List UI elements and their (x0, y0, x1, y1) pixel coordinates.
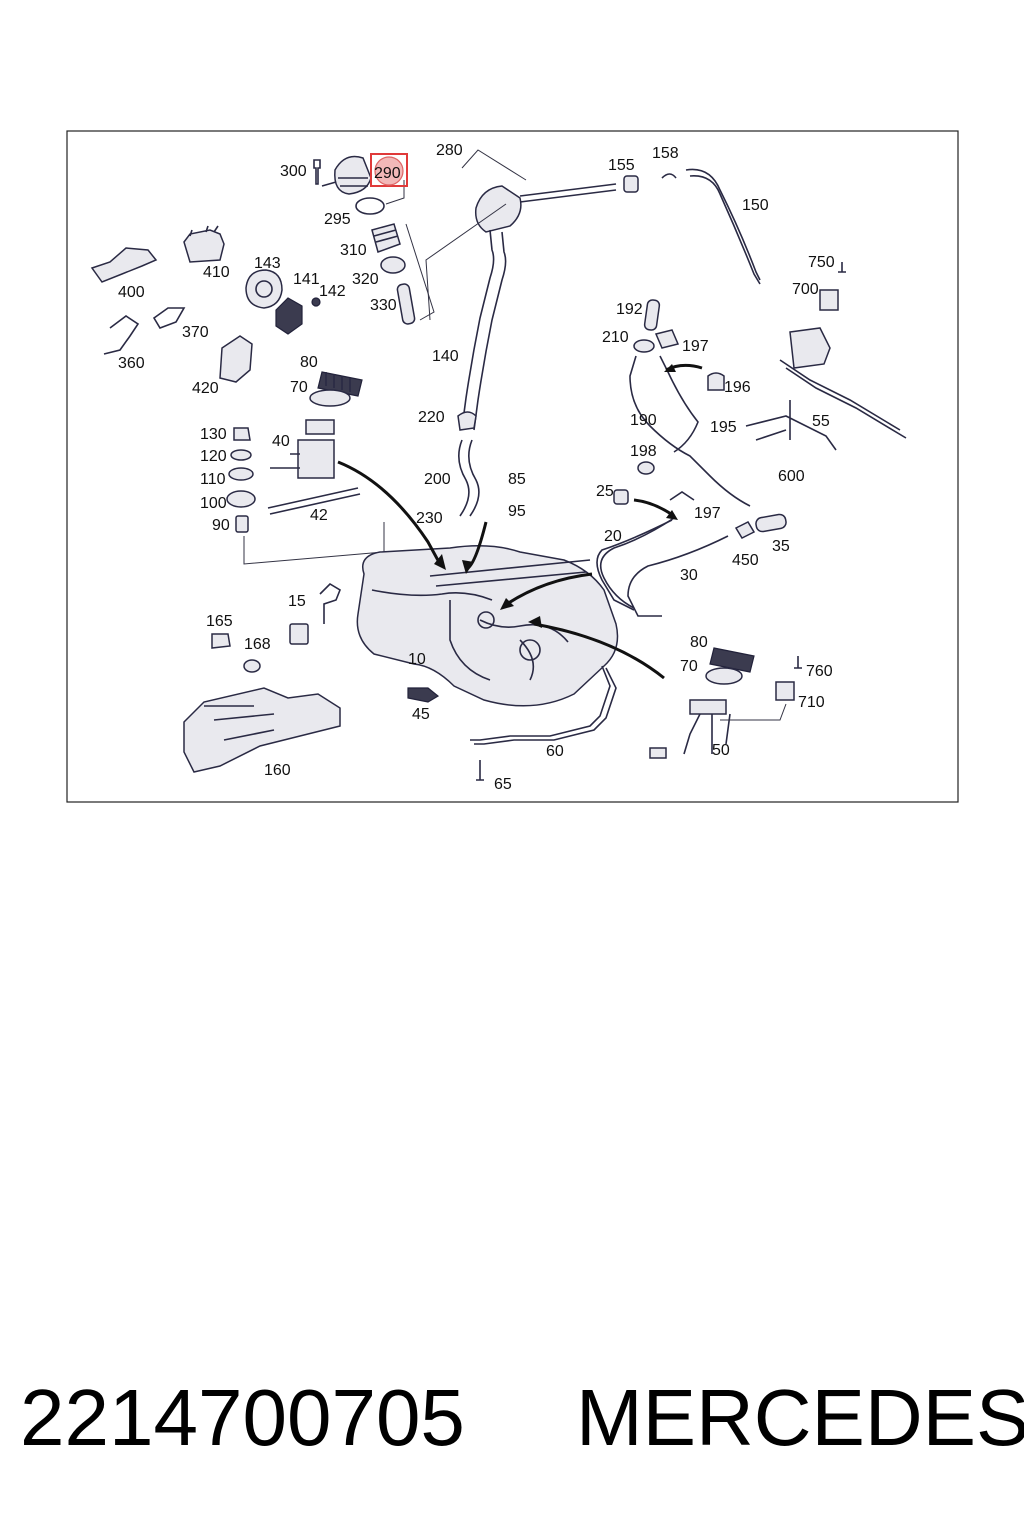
callout-42: 42 (310, 507, 328, 524)
callout-420: 420 (192, 380, 219, 397)
callout-45: 45 (412, 706, 430, 723)
brand-name: MERCEDES (576, 1373, 1024, 1462)
callout-120: 120 (200, 448, 227, 465)
callout-320: 320 (352, 271, 379, 288)
callout-310: 310 (340, 242, 367, 259)
strap-and-fastener (470, 665, 617, 781)
callout-85: 85 (508, 471, 526, 488)
callout-60: 60 (546, 743, 564, 760)
filler-neck-cluster (313, 155, 435, 325)
callout-labels: 300 280 295 310 320 330 155 158 150 400 … (118, 142, 835, 793)
callout-35: 35 (772, 538, 790, 555)
callout-700: 700 (792, 281, 819, 298)
parts-diagram: 290 (66, 130, 959, 803)
callout-280: 280 (436, 142, 463, 159)
callout-710: 710 (798, 694, 825, 711)
callout-600: 600 (778, 468, 805, 485)
callout-80-left: 80 (300, 354, 318, 371)
callout-100: 100 (200, 495, 227, 512)
callout-200: 200 (424, 471, 451, 488)
assembly-arrows (337, 363, 703, 680)
callout-55: 55 (812, 413, 830, 430)
callout-220: 220 (418, 409, 445, 426)
callout-141: 141 (293, 271, 320, 288)
callout-25: 25 (596, 483, 614, 500)
lower-left-parts (183, 582, 440, 773)
callout-110: 110 (200, 471, 226, 488)
callout-20: 20 (604, 528, 622, 545)
callout-410: 410 (203, 264, 230, 281)
callout-65: 65 (494, 776, 512, 793)
callout-760: 760 (806, 663, 833, 680)
callout-197-lower: 197 (694, 505, 721, 522)
callout-290: 290 (374, 165, 401, 182)
callout-190: 190 (630, 412, 657, 429)
wiring-harness (745, 262, 907, 451)
caption: 2214700705 MERCEDES (20, 1368, 1024, 1478)
callout-50: 50 (712, 742, 730, 759)
callout-40: 40 (272, 433, 290, 450)
fuel-tank (356, 545, 619, 707)
callout-10: 10 (408, 651, 426, 668)
callout-360: 360 (118, 355, 145, 372)
callout-165: 165 (206, 613, 233, 630)
callout-160: 160 (264, 762, 291, 779)
vent-lines-right (599, 299, 751, 609)
filler-pipe (425, 149, 761, 517)
callout-15: 15 (288, 593, 306, 610)
callout-143: 143 (254, 255, 281, 272)
callout-230: 230 (416, 510, 443, 527)
callout-70-right: 70 (680, 658, 698, 675)
callout-330: 330 (370, 297, 397, 314)
callout-400: 400 (118, 284, 145, 301)
callout-155: 155 (608, 157, 635, 174)
callout-140: 140 (432, 348, 459, 365)
diagram-frame (66, 130, 959, 803)
callout-30: 30 (680, 567, 698, 584)
callout-300: 300 (280, 163, 307, 180)
callout-130: 130 (200, 426, 227, 443)
callout-210: 210 (602, 329, 629, 346)
callout-80-right: 80 (690, 634, 708, 651)
callout-197-upper: 197 (682, 338, 709, 355)
callout-370: 370 (182, 324, 209, 341)
callout-295: 295 (324, 211, 351, 228)
callout-90: 90 (212, 517, 230, 534)
fuel-lines-lower (596, 513, 787, 617)
callout-150: 150 (742, 197, 769, 214)
callout-95: 95 (508, 503, 526, 520)
fuel-pump-left (226, 371, 385, 565)
callout-450: 450 (732, 552, 759, 569)
part-number: 2214700705 (20, 1373, 465, 1462)
fuel-pump-right (649, 647, 802, 759)
callout-168: 168 (244, 636, 271, 653)
callout-195: 195 (710, 419, 737, 436)
callout-196: 196 (724, 379, 751, 396)
brackets-cluster (90, 225, 321, 383)
callout-142: 142 (319, 283, 346, 300)
callout-750: 750 (808, 254, 835, 271)
callout-70-left: 70 (290, 379, 308, 396)
callout-158: 158 (652, 145, 679, 162)
highlight-290[interactable]: 290 (370, 153, 408, 187)
callout-198: 198 (630, 443, 657, 460)
callout-192: 192 (616, 301, 643, 318)
